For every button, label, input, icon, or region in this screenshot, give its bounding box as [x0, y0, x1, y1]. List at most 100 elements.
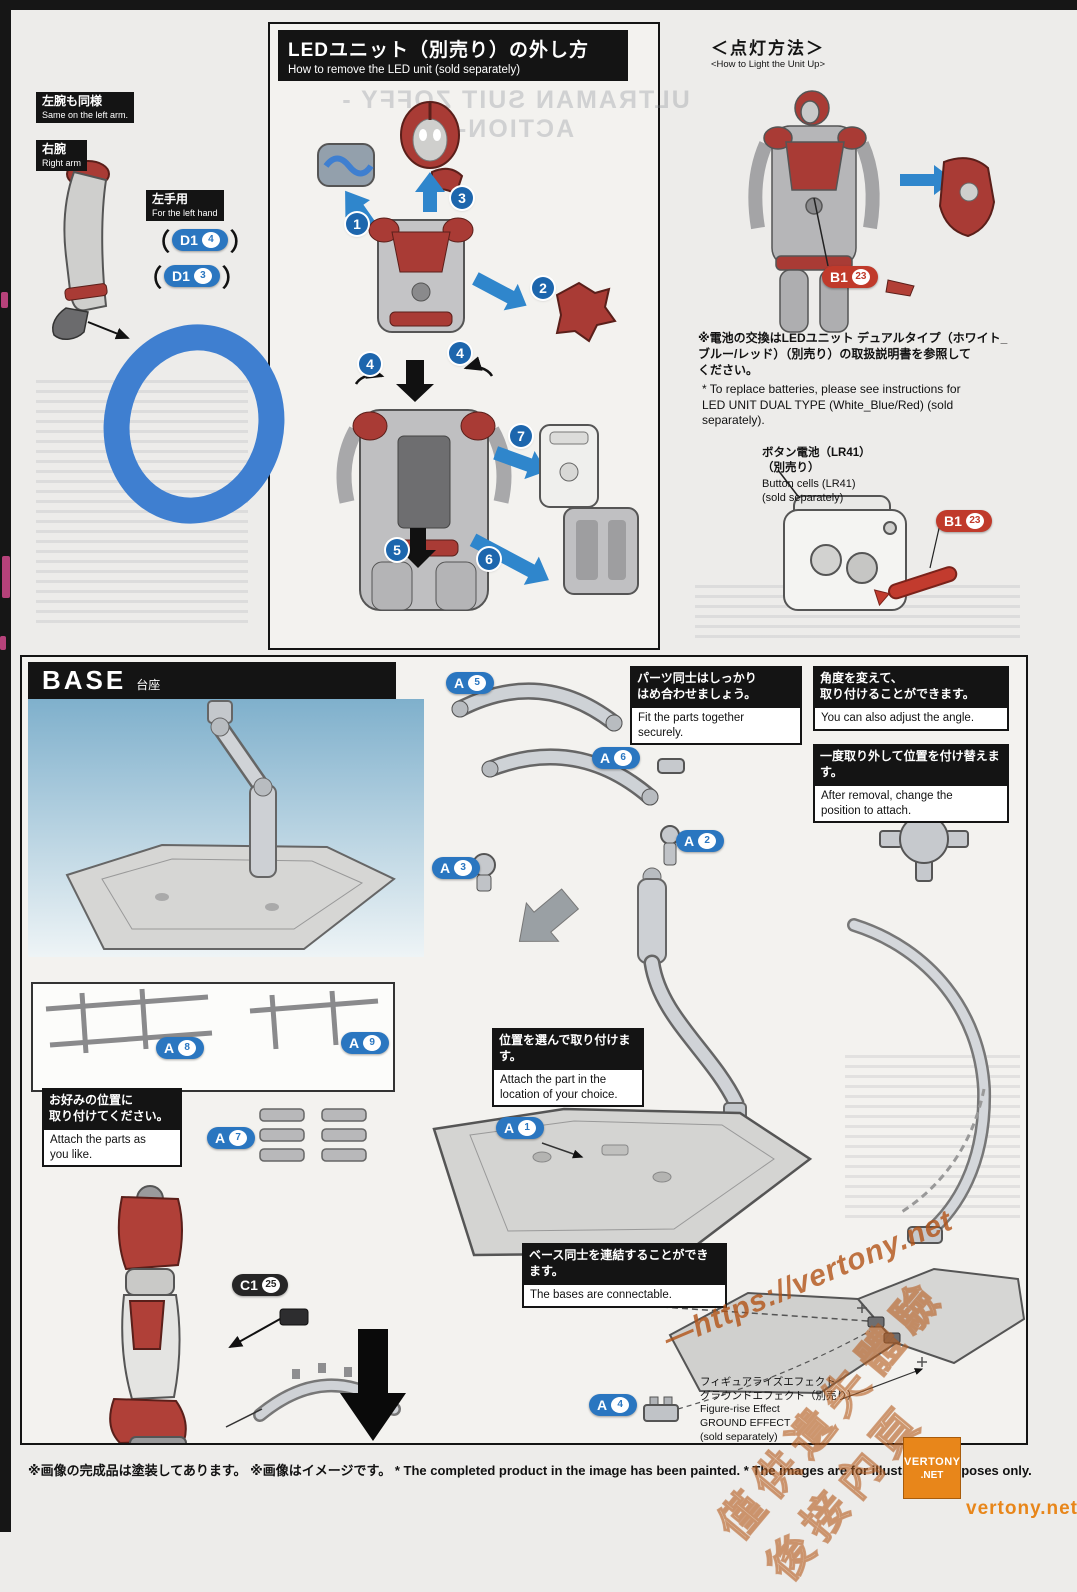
badge-number: 5 — [468, 675, 487, 691]
callout-fit-parts: パーツ同士はしっかり はめ合わせましょう。 Fit the parts toge… — [630, 666, 802, 746]
button-cells-label-jp: ボタン電池（LR41） （別売り） — [762, 447, 871, 474]
battery-note-jp: ※電池の交換はLEDユニット デュアルタイプ（ホワイト_ ブルー/レッド）（別売… — [698, 331, 1008, 378]
runner-a8 — [45, 988, 213, 1054]
label-left-hand: 左手用 For the left hand — [146, 190, 224, 222]
badge-number: 4 — [201, 231, 220, 248]
callout-jp: パーツ同士はしっかり はめ合わせましょう。 — [630, 666, 802, 707]
led-unit-part — [317, 143, 375, 187]
lighting-method-title: ＜点灯方法＞ <How to Light the Unit Up> — [688, 34, 848, 70]
step-3: 3 — [451, 187, 473, 209]
paren-close: ） — [221, 265, 246, 292]
step-4a: 4 — [359, 353, 381, 375]
ground-effect-note: フィギュアライズエフェクト グラウンドエフェクト（別売り） Figure-ris… — [700, 1376, 858, 1443]
badge-number: 4 — [611, 1397, 630, 1413]
callout-jp: ベース同士を連結することができます。 — [522, 1243, 727, 1284]
scan-mark-pink — [0, 636, 6, 650]
label-en: Same on the left arm. — [42, 109, 129, 120]
paren-open: （ — [138, 265, 162, 292]
torso-back — [336, 409, 512, 611]
badge-runner: A — [600, 750, 611, 766]
base-title-jp: 台座 — [136, 678, 161, 692]
badge-runner: B1 — [944, 513, 962, 529]
scan-mark-pink — [2, 556, 10, 598]
assembled-arm — [637, 867, 747, 1124]
led-section-header: LEDユニット（別売り）の外し方 How to remove the LED u… — [278, 30, 628, 81]
part-badge-a5: A 5 — [446, 672, 495, 694]
badge-runner: D1 — [180, 231, 198, 248]
figure-illustration — [748, 90, 880, 333]
scan-mark-pink — [1, 292, 8, 308]
part-badge-a6: A 6 — [592, 747, 641, 769]
label-en: Right arm — [42, 157, 82, 168]
part-ref-d13: （ D1 3 ） — [138, 258, 246, 293]
chest-armor-part — [555, 281, 617, 343]
callout-en: Attach the parts as you like. — [42, 1128, 182, 1168]
callout-en: After removal, change the position to at… — [813, 784, 1009, 824]
callout-adjust-angle: 角度を変えて、 取り付けることができます。 You can also adjus… — [813, 666, 1009, 731]
label-right-arm: 右腕 Right arm — [36, 140, 88, 172]
part-badge-d14: D1 4 — [172, 228, 228, 251]
part-badge-a4: A 4 — [589, 1394, 638, 1416]
part-badge-d13: D1 3 — [164, 264, 220, 287]
footer-disclaimer: ※画像の完成品は塗装してあります。 ※画像はイメージです。 * The comp… — [28, 1463, 1032, 1478]
callout-en: You can also adjust the angle. — [813, 706, 1009, 731]
watermark-site-text: vertony.net — [966, 1498, 1077, 1519]
a6-connector-part — [657, 758, 685, 774]
badge-runner: A — [597, 1397, 608, 1413]
badge-number: 23 — [965, 513, 984, 529]
badge-number: 3 — [454, 860, 473, 876]
led-title-en: How to remove the LED unit (sold separat… — [288, 64, 521, 76]
label-jp: 左手用 — [152, 192, 189, 206]
watermark-box-line2: .NET — [920, 1469, 944, 1481]
badge-runner: A — [440, 860, 451, 876]
part-badge-a7: A 7 — [207, 1127, 256, 1149]
callout-reposition: 一度取り外して位置を付け替えます。 After removal, change … — [813, 744, 1009, 824]
scan-edge-top — [0, 0, 1077, 10]
chest-armor-part — [938, 157, 996, 238]
step-6: 6 — [478, 548, 500, 570]
battery-unit — [783, 495, 907, 611]
badge-number: 7 — [229, 1130, 248, 1146]
arm-segment-parts — [451, 682, 659, 806]
badge-runner: A — [215, 1130, 226, 1146]
part-badge-a3: A 3 — [432, 857, 481, 879]
torso-front — [368, 217, 474, 333]
badge-number: 1 — [518, 1120, 537, 1136]
small-red-part — [885, 279, 915, 297]
callout-en: Attach the part in the location of your … — [492, 1068, 644, 1108]
badge-runner: A — [504, 1120, 515, 1136]
callout-jp: お好みの位置に 取り付けてください。 — [42, 1088, 182, 1129]
a4-clip-part — [643, 1396, 679, 1422]
badge-number: 23 — [851, 269, 870, 285]
scan-edge-left — [0, 0, 11, 1532]
leg-illustration — [109, 1185, 187, 1443]
badge-runner: B1 — [830, 269, 848, 285]
part-badge-a2: A 2 — [676, 830, 725, 852]
lighting-title-en: <How to Light the Unit Up> — [710, 59, 826, 70]
callout-jp: 角度を変えて、 取り付けることができます。 — [813, 666, 1009, 707]
base-section-header: BASE 台座 — [28, 662, 396, 699]
reposition-sketch — [847, 918, 992, 1244]
connected-bases — [668, 1267, 1026, 1395]
label-jp: 左腕も同様 — [42, 94, 103, 108]
badge-runner: C1 — [240, 1277, 258, 1293]
badge-runner: D1 — [172, 267, 190, 284]
badge-runner: A — [684, 833, 695, 849]
step-1: 1 — [346, 213, 368, 235]
step-4b: 4 — [449, 342, 471, 364]
c1-part — [279, 1308, 309, 1326]
a2-connector-part — [660, 825, 680, 866]
helmet-part — [400, 101, 460, 169]
callout-en: Fit the parts together securely. — [630, 706, 802, 746]
step-5: 5 — [386, 539, 408, 561]
part-badge-b123: B1 23 — [936, 510, 992, 532]
part-badge-a8: A 8 — [156, 1037, 205, 1059]
badge-number: 3 — [193, 267, 212, 284]
callout-en: The bases are connectable. — [522, 1283, 727, 1308]
label-en: For the left hand — [152, 207, 218, 218]
runner-a9 — [249, 990, 379, 1050]
badge-number: 6 — [614, 750, 633, 766]
paren-open: （ — [146, 229, 170, 256]
display-stand — [65, 700, 396, 950]
lighting-title-jp: ＜点灯方法＞ — [711, 39, 825, 58]
